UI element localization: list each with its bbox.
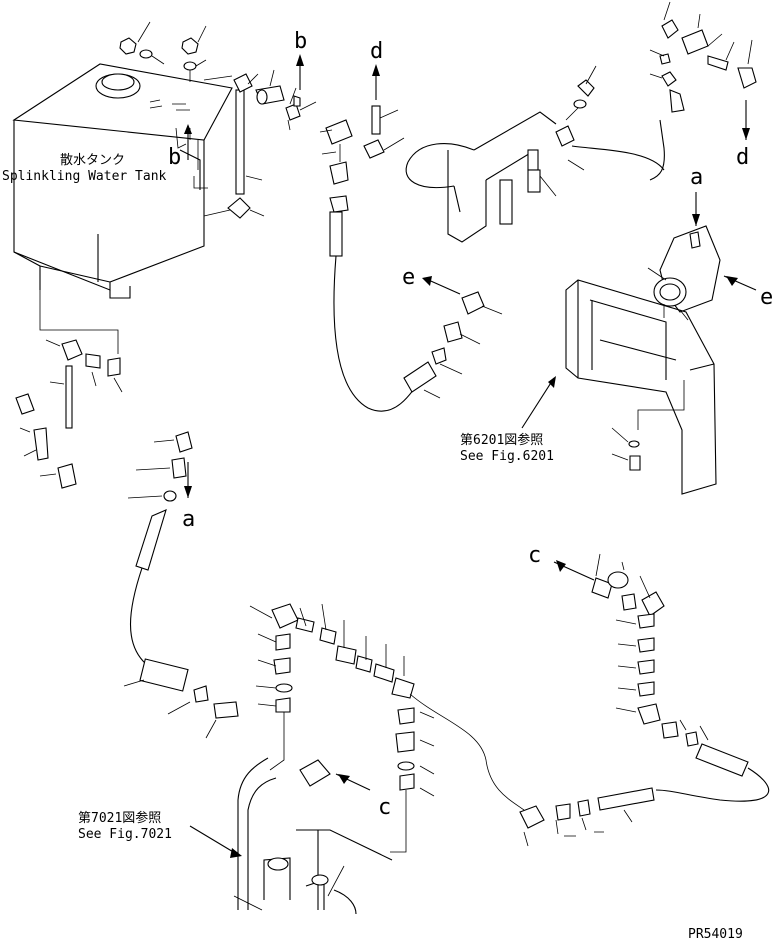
ref-7021-jp: 第7021図参照 — [78, 810, 161, 826]
connector-d-label: d — [736, 145, 749, 170]
ref-6201-en: See Fig.6201 — [460, 449, 554, 464]
connector-a-lower: a — [123, 431, 239, 739]
connector-c-lower: c — [335, 773, 391, 820]
drawing-number: PR54019 — [688, 927, 743, 942]
sprinkler-pump — [647, 225, 721, 321]
hose-section — [695, 743, 749, 777]
top-right-fittings: d — [649, 1, 757, 181]
bottom-right-fittings: c — [519, 543, 770, 847]
connector-e-left: e — [402, 265, 461, 295]
tank-top-fittings — [119, 21, 207, 82]
bottom-fittings-chain — [249, 603, 525, 853]
connector-b-label: b — [168, 145, 181, 170]
connector-b-label: b — [294, 29, 307, 54]
connector-e-label: e — [402, 265, 415, 290]
connector-b-top: b — [294, 29, 307, 90]
fittings-group-b — [255, 69, 317, 131]
mount-frame — [521, 279, 717, 495]
connector-a-right: a — [690, 165, 703, 226]
connector-d-top: d — [363, 39, 405, 159]
tank-label-jp: 散水タンク — [60, 153, 125, 168]
connector-b-left: b — [168, 124, 199, 170]
sprinkling-water-tank — [12, 63, 233, 299]
connector-e-label: e — [760, 285, 773, 310]
connector-d-label: d — [370, 39, 383, 64]
left-fittings — [15, 290, 123, 489]
ref-6201-jp: 第6201図参照 — [460, 432, 543, 448]
ref-7021-en: See Fig.7021 — [78, 827, 172, 842]
connector-e-right: e — [723, 275, 773, 310]
tank-label-en: Splinkling Water Tank — [2, 169, 167, 184]
connector-c-label: c — [528, 543, 541, 568]
connector-a-label: a — [182, 507, 195, 532]
connector-a-label: a — [690, 165, 703, 190]
center-valve-hose — [319, 119, 503, 412]
bottom-frame — [189, 757, 393, 915]
connector-c-label: c — [378, 795, 391, 820]
top-right-bracket — [405, 65, 665, 243]
tank-vent-pipe — [203, 73, 265, 219]
